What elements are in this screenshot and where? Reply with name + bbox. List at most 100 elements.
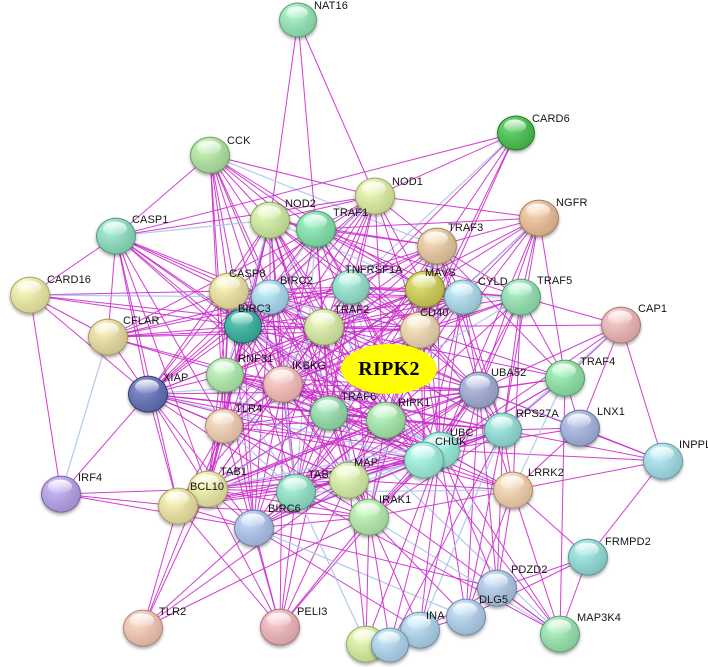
protein-node-map[interactable] <box>329 461 369 499</box>
node-sphere <box>205 408 243 444</box>
edge <box>223 195 376 427</box>
edge <box>142 479 350 629</box>
protein-node-pdzd2[interactable] <box>477 569 517 607</box>
protein-node-bcl10[interactable] <box>158 487 198 525</box>
node-sphere <box>366 401 406 439</box>
edge <box>224 374 387 421</box>
edge <box>60 336 109 495</box>
node-sphere <box>158 487 198 525</box>
protein-node-cap1[interactable] <box>601 306 641 344</box>
protein-node-ikbkg[interactable] <box>263 365 303 403</box>
edge <box>115 235 284 385</box>
node-sphere <box>263 365 303 403</box>
edge <box>115 154 211 237</box>
protein-node-lrrk2[interactable] <box>493 471 533 509</box>
edge <box>207 449 441 490</box>
protein-node-card16[interactable] <box>10 276 50 314</box>
edge <box>207 288 426 490</box>
protein-node-tlr4[interactable] <box>205 408 243 444</box>
edge <box>368 516 391 646</box>
protein-node-traf2[interactable] <box>304 308 344 346</box>
node-label: CAP1 <box>638 303 668 315</box>
node-sphere <box>405 270 445 308</box>
edge <box>224 296 464 376</box>
node-label: UBC <box>450 427 474 439</box>
edge <box>242 325 441 451</box>
edge <box>365 449 441 645</box>
protein-node-cd40[interactable] <box>400 311 440 349</box>
protein-node-cflar[interactable] <box>88 318 128 356</box>
protein-node-tab2[interactable] <box>276 473 316 511</box>
protein-node-birc2[interactable] <box>251 279 289 315</box>
edge <box>423 459 561 635</box>
protein-node-chuk[interactable] <box>404 441 444 479</box>
node-label: IKBKG <box>292 360 327 372</box>
edge <box>60 393 149 495</box>
protein-node-birc6[interactable] <box>234 509 274 547</box>
node-sphere <box>501 278 541 316</box>
edge <box>142 505 179 629</box>
edge <box>207 459 425 490</box>
edge <box>207 419 387 490</box>
protein-node-birc3[interactable] <box>224 308 262 344</box>
protein-node-cyld[interactable] <box>444 279 482 315</box>
protein-node-card6[interactable] <box>497 115 535 151</box>
node-label: DLG5 <box>479 594 509 606</box>
edge <box>29 294 62 495</box>
protein-node-dlg5[interactable] <box>446 598 486 636</box>
edge <box>368 516 467 618</box>
edge <box>439 217 540 451</box>
protein-node-node_b2[interactable] <box>371 627 409 663</box>
edge <box>419 329 441 451</box>
edge <box>538 217 566 379</box>
protein-node-casp1[interactable] <box>96 217 136 255</box>
protein-node-map3k4[interactable] <box>540 615 580 653</box>
protein-node-traf1[interactable] <box>296 210 336 248</box>
edge <box>315 228 438 247</box>
protein-node-ngfr[interactable] <box>519 199 559 237</box>
protein-node-lnx1[interactable] <box>560 409 600 447</box>
edge <box>253 383 284 529</box>
protein-node-mavs[interactable] <box>405 270 445 308</box>
node-label: TRAF4 <box>580 356 616 368</box>
protein-node-traf4[interactable] <box>545 359 585 397</box>
edge <box>207 488 281 628</box>
edge <box>496 429 504 589</box>
edge <box>389 429 504 646</box>
protein-node-traf3[interactable] <box>417 227 457 265</box>
protein-node-irak1[interactable] <box>349 498 389 536</box>
edge <box>439 324 622 451</box>
protein-node-casp8[interactable] <box>209 272 249 310</box>
edge <box>269 296 421 331</box>
protein-node-peli3[interactable] <box>260 608 300 646</box>
protein-node-nat16[interactable] <box>279 2 317 38</box>
edge <box>323 326 566 379</box>
protein-node-nod1[interactable] <box>355 177 395 215</box>
edge <box>209 154 230 292</box>
protein-node-traf6[interactable] <box>310 395 348 431</box>
edge <box>368 516 421 631</box>
protein-node-irf4[interactable] <box>41 475 81 513</box>
protein-node-uba52[interactable] <box>459 371 499 409</box>
protein-node-tnfrsf1a[interactable] <box>332 269 370 305</box>
protein-node-tlr2[interactable] <box>123 609 163 647</box>
protein-node-inppl1[interactable] <box>643 442 683 480</box>
protein-node-xiap[interactable] <box>128 375 168 413</box>
edge <box>253 527 467 618</box>
protein-node-ripk1[interactable] <box>366 401 406 439</box>
edge <box>419 217 540 331</box>
edge <box>207 383 284 490</box>
node-sphere <box>260 608 300 646</box>
protein-node-rnf31[interactable] <box>206 357 244 393</box>
protein-node-cck[interactable] <box>190 136 230 174</box>
edge <box>424 217 540 290</box>
protein-node-traf5[interactable] <box>501 278 541 316</box>
protein-node-frmpd2[interactable] <box>568 538 608 576</box>
protein-node-nod2[interactable] <box>250 201 290 239</box>
focus-node-ripk2[interactable]: RIPK2 <box>341 344 437 394</box>
edge <box>142 425 225 629</box>
node-sphere <box>332 269 370 305</box>
node-sphere <box>404 441 444 479</box>
protein-node-rps27a[interactable] <box>484 412 522 448</box>
edge <box>269 19 299 221</box>
